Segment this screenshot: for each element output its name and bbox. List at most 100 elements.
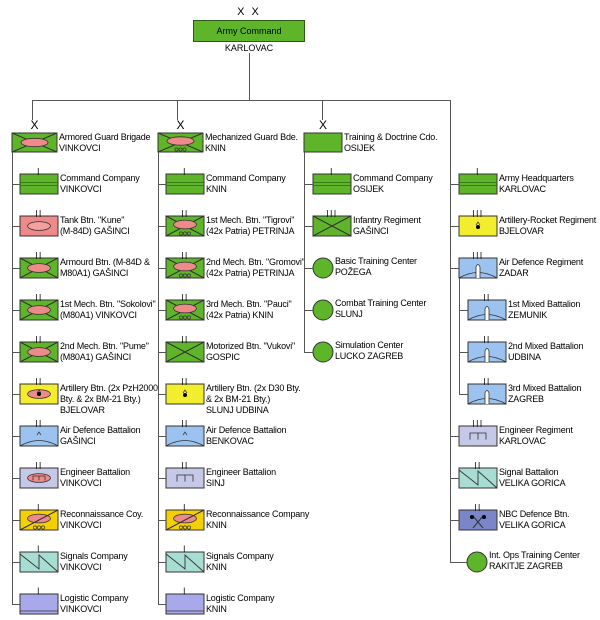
echelon-mark: II xyxy=(35,417,43,430)
echelon-mark: II xyxy=(181,417,189,430)
unit-name: 3rd Mech. Btn. "Pauci" xyxy=(206,299,292,309)
unit-name: Int. Ops Training Center xyxy=(489,550,580,560)
branch-line xyxy=(158,310,166,311)
armoured-symbol-icon xyxy=(19,257,59,279)
unit-name: Command Company xyxy=(206,173,286,183)
unit-location: ZEMUNIK xyxy=(508,310,548,320)
mechanized-symbol-icon xyxy=(165,215,205,237)
unit-name: Reconnaissance Company xyxy=(206,509,310,519)
echelon-mark: I xyxy=(476,165,480,178)
unit-label: Mechanized Guard Bde.KNIN xyxy=(205,132,298,154)
unit-location: (42x Patria) KNIN xyxy=(206,310,274,320)
unit-name: Tank Btn. "Kune" xyxy=(60,215,125,225)
unit-name: Signal Battalion xyxy=(499,467,559,477)
unit-name: Command Company xyxy=(353,173,433,183)
reconnaissance-symbol-icon xyxy=(19,509,59,531)
mechanized-symbol-icon xyxy=(165,257,205,279)
column-trunk-line xyxy=(158,152,159,605)
echelon-mark: I xyxy=(330,165,334,178)
unit-name: 2nd Mixed Battalion xyxy=(508,341,584,351)
echelon-mark: I xyxy=(183,585,187,598)
unit-name: Air Defence Regiment xyxy=(499,257,584,267)
branch-line xyxy=(450,562,467,563)
engineer-symbol-icon xyxy=(458,425,498,447)
unit-name: 2nd Mech. Btn. "Gromovi" xyxy=(206,257,305,267)
unit-location: VELIKA GORICA xyxy=(499,520,566,530)
unit-name: Armourd Btn. (M-84D & xyxy=(60,257,150,267)
unit-label: Training & Doctrine Cdo.OSIJEK xyxy=(344,132,438,154)
branch-line xyxy=(12,184,20,185)
branch-line xyxy=(158,520,166,521)
column-trunk-line xyxy=(12,152,13,605)
branch-line xyxy=(158,352,166,353)
unit-location: KNIN xyxy=(206,520,227,530)
echelon-mark: I xyxy=(183,543,187,556)
signals-symbol-icon xyxy=(458,467,498,489)
unit-location: ZAGREB xyxy=(508,394,544,404)
unit-name: Logistic Company xyxy=(60,593,129,603)
branch-line xyxy=(304,268,313,269)
unit-location: VINKOVCI xyxy=(60,184,102,194)
unit-name: Mechanized Guard Bde. xyxy=(205,132,298,142)
column-trunk-line xyxy=(304,152,305,353)
unit-name: Bty. & 2x BM-21 Bty.) xyxy=(60,394,141,404)
brigade-drop-line xyxy=(32,100,33,120)
unit-location: KNIN xyxy=(206,184,227,194)
branch-line xyxy=(304,352,313,353)
unit-location: VINKOVCI xyxy=(60,520,102,530)
nbc-symbol-icon xyxy=(458,509,498,531)
unit-location: KNIN xyxy=(206,562,227,572)
echelon-mark: III xyxy=(472,417,484,430)
echelon-mark: II xyxy=(35,375,43,388)
echelon-mark: II xyxy=(474,459,482,472)
unit-name: Reconnaissance Coy. xyxy=(60,509,144,519)
echelon-mark: II xyxy=(181,249,189,262)
branch-line xyxy=(158,226,166,227)
echelon-mark: II xyxy=(35,249,43,262)
unit-name: Armored Guard Brigade xyxy=(59,132,151,142)
branch-line xyxy=(158,562,166,563)
logistic-symbol-icon xyxy=(165,593,205,615)
unit-location: VELIKA GORICA xyxy=(499,478,566,488)
engineer-armoured-symbol-icon xyxy=(19,467,59,489)
unit-name: 1st Mixed Battalion xyxy=(508,299,581,309)
unit-name: Logistic Company xyxy=(206,593,275,603)
echelon-mark: III xyxy=(326,207,338,220)
unit-name: Artillery-Rocket Regiment xyxy=(499,215,597,225)
echelon-mark: II xyxy=(483,375,491,388)
unit-location: KNIN xyxy=(206,604,227,614)
unit-name: Command Company xyxy=(60,173,140,183)
signals-symbol-icon xyxy=(165,551,205,573)
unit-label: 1st Mech. Btn. "Tigrovi"(42x Patria) PET… xyxy=(206,215,295,237)
